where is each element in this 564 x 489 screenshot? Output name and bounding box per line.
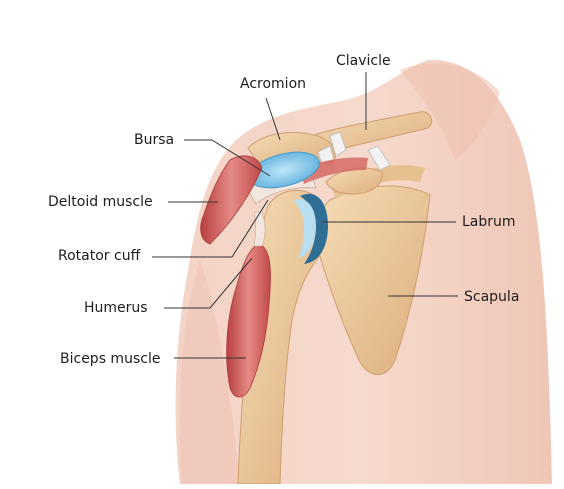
biceps-tendon — [253, 211, 266, 247]
label-bursa: Bursa — [134, 132, 175, 148]
neck-shade — [400, 63, 500, 160]
ligament-1 — [329, 131, 347, 157]
leader-rotator-cuff — [152, 199, 269, 258]
label-acromion: Acromion — [240, 76, 307, 92]
leader-humerus — [164, 257, 253, 309]
ligament-2 — [367, 145, 391, 171]
label-humerus: Humerus — [84, 300, 148, 316]
biceps-muscle — [226, 243, 271, 398]
label-rotator-cuff: Rotator cuff — [58, 248, 141, 264]
glenoid-cartilage — [294, 199, 316, 258]
label-biceps-muscle: Biceps muscle — [60, 351, 161, 367]
leader-bursa — [184, 139, 271, 177]
labrum-ring — [300, 193, 328, 264]
label-scapula: Scapula — [464, 289, 520, 305]
leader-acromion — [265, 97, 281, 141]
deltoid-muscle — [200, 155, 263, 245]
arm-shade — [179, 260, 240, 484]
leader-lines — [152, 72, 458, 359]
label-labrum: Labrum — [462, 214, 516, 230]
label-deltoid-muscle: Deltoid muscle — [48, 194, 153, 210]
label-clavicle: Clavicle — [336, 53, 391, 69]
